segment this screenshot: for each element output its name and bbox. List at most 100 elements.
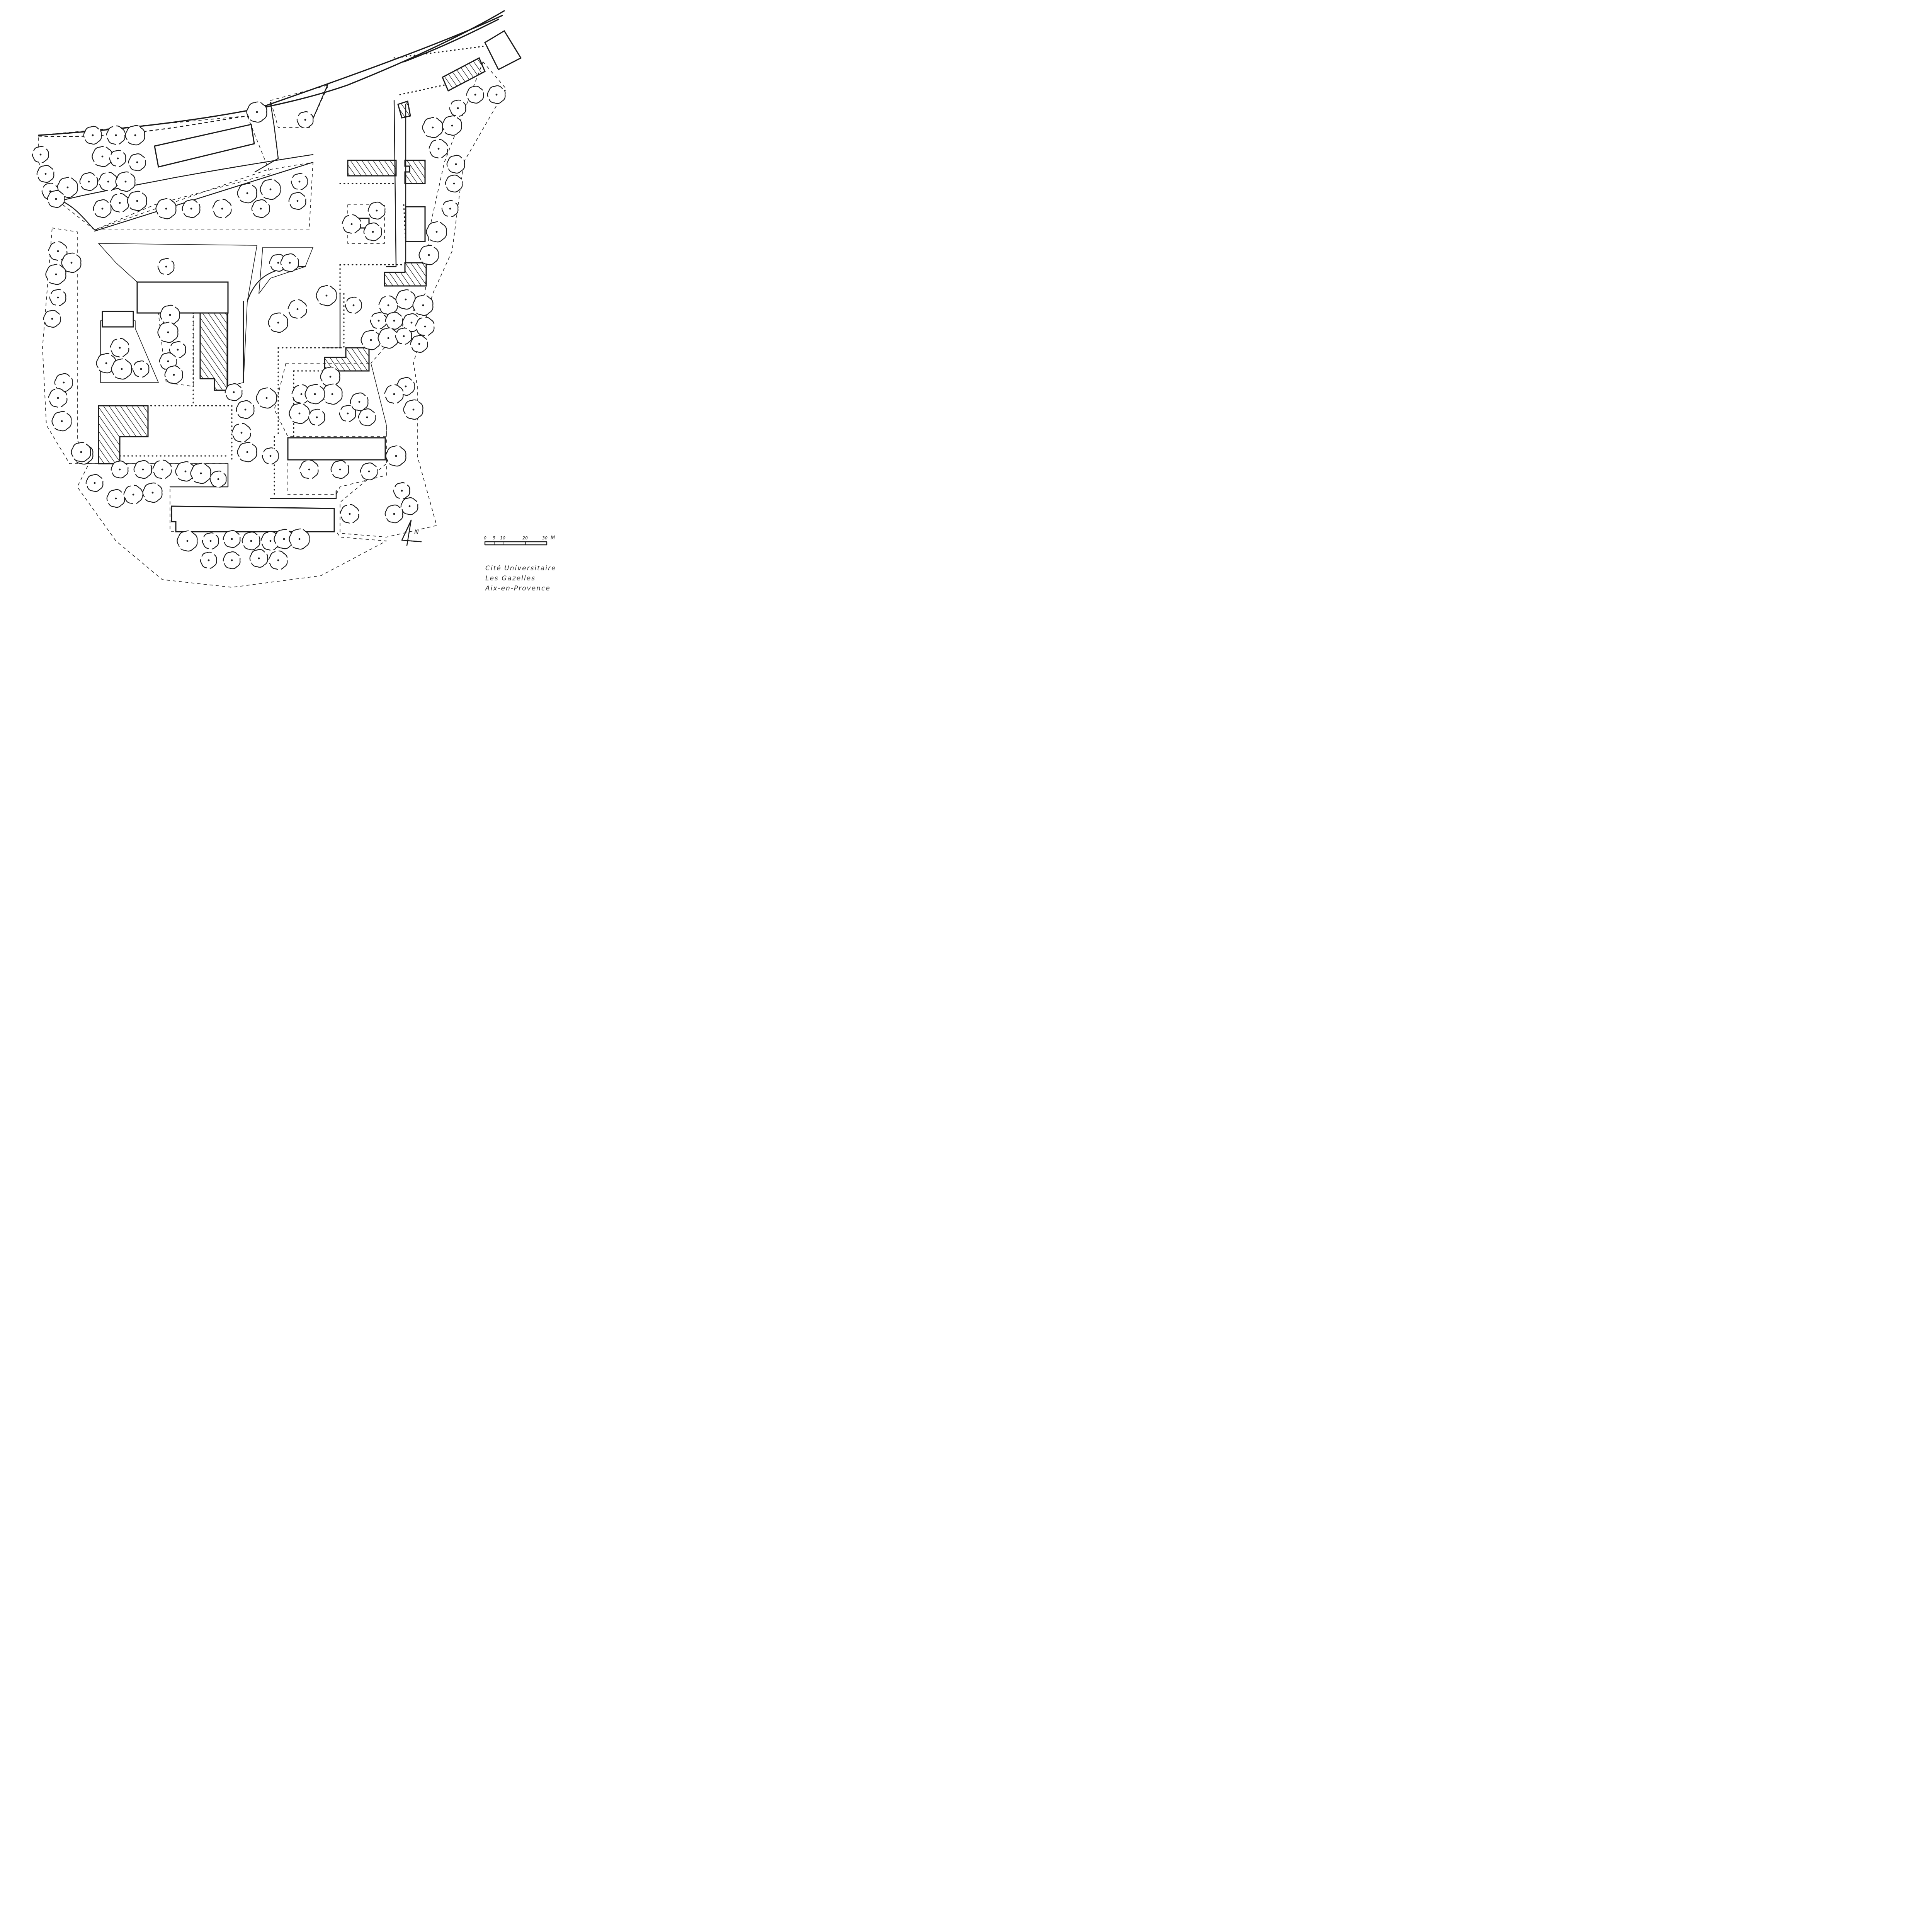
tree-trunk <box>349 513 351 515</box>
tree-trunk <box>403 335 405 337</box>
tree-trunk <box>283 538 285 540</box>
tree-trunk <box>151 492 154 494</box>
buildings <box>102 30 522 532</box>
tree-trunk <box>209 540 212 542</box>
tree-trunk <box>331 393 333 395</box>
tree-trunk <box>207 559 210 561</box>
tree-trunk <box>250 540 252 542</box>
tree-trunk <box>244 408 247 411</box>
tree-trunk <box>121 368 123 370</box>
tree-trunk <box>63 381 65 384</box>
tree-trunk <box>167 360 169 362</box>
tree-trunk <box>298 412 301 415</box>
tree-trunk <box>296 200 299 202</box>
tree-trunk <box>358 401 361 403</box>
tree-trunk <box>132 493 134 496</box>
tree-trunk <box>314 393 316 395</box>
tree-trunk <box>119 202 121 204</box>
north-label: N <box>414 528 419 536</box>
tree-trunk <box>366 416 368 418</box>
tree-trunk <box>256 111 258 113</box>
building-east-pavilion <box>405 206 426 242</box>
planted-area-south <box>77 463 387 588</box>
tree-trunk <box>231 559 233 561</box>
scale-tick-30: 30 <box>542 536 548 541</box>
tree-trunk <box>80 451 82 453</box>
tree-trunk <box>277 559 279 561</box>
tree-trunk <box>119 468 121 471</box>
tree-trunk <box>258 557 260 560</box>
hatched-building-north-bar <box>347 160 397 177</box>
tree-trunk <box>94 482 96 484</box>
tree-trunk <box>289 262 291 264</box>
tree-trunk <box>57 250 59 252</box>
tree-trunk <box>455 163 457 165</box>
trees <box>32 85 506 570</box>
tree-trunk <box>105 362 107 364</box>
tree-trunk <box>453 182 455 185</box>
site-title: Cité Universitaire Les Gazelles Aix-en-P… <box>485 563 556 594</box>
tree-trunk <box>165 265 167 268</box>
tree-trunk <box>424 325 426 328</box>
tree-trunk <box>265 397 268 399</box>
tree-trunk <box>277 321 279 324</box>
scale-tick-5: 5 <box>493 536 495 541</box>
site-plan: N 0 5 10 20 30 M <box>32 10 555 588</box>
tree-trunk <box>387 304 389 306</box>
tree-trunk <box>277 262 279 264</box>
tree-trunk <box>115 497 117 500</box>
building-south-long <box>171 505 335 532</box>
tree-trunk <box>457 107 459 109</box>
tree-trunk <box>186 540 189 542</box>
building-northeast <box>484 30 522 71</box>
tree-trunk <box>57 397 59 399</box>
tree-trunk <box>393 393 395 395</box>
hatched-building-north-l <box>404 160 426 184</box>
hatched-building-northeast <box>442 57 486 92</box>
tree-trunk <box>66 186 69 189</box>
building-south-bar <box>287 437 386 461</box>
tree-trunk <box>304 119 306 121</box>
tree-trunk <box>260 207 262 210</box>
tree-trunk <box>57 296 59 299</box>
tree-trunk <box>231 538 233 540</box>
tree-trunk <box>44 173 47 175</box>
tree-trunk <box>437 148 440 150</box>
tree-trunk <box>432 126 434 129</box>
tree-trunk <box>347 412 349 415</box>
tree-trunk <box>169 314 171 316</box>
tree-trunk <box>142 468 144 471</box>
tree-trunk <box>184 470 187 473</box>
tree-trunk <box>115 134 117 136</box>
tree-trunk <box>296 308 299 310</box>
tree-trunk <box>217 478 219 480</box>
tree-trunk <box>412 408 415 411</box>
tree-trunk <box>136 161 138 163</box>
tree-trunk <box>368 470 370 473</box>
scale-tick-0: 0 <box>484 536 486 541</box>
tree-trunk <box>405 385 407 388</box>
tree-trunk <box>495 94 498 96</box>
building-court-west <box>102 311 134 328</box>
tree-trunk <box>418 343 420 345</box>
tree-trunk <box>376 209 378 212</box>
north-arrow: N <box>401 519 422 546</box>
tree-trunk <box>70 262 73 264</box>
tree-trunk <box>408 505 411 507</box>
tree-trunk <box>140 368 142 370</box>
tree-trunk <box>51 318 53 320</box>
tree-trunk <box>474 94 476 96</box>
tree-trunk <box>395 455 397 457</box>
tree-trunk <box>298 180 301 183</box>
tree-trunk <box>339 468 341 471</box>
tree-trunk <box>451 124 453 127</box>
scale-tick-10: 10 <box>500 536 505 541</box>
tree-trunk <box>269 188 272 190</box>
tree-trunk <box>124 180 127 183</box>
tree-trunk <box>221 207 223 210</box>
scale-unit: M <box>551 535 555 541</box>
tree-trunk <box>428 254 430 256</box>
site-title-line3: Aix-en-Provence <box>485 585 551 592</box>
tree-trunk <box>165 207 167 210</box>
scale-tick-20: 20 <box>522 536 528 541</box>
